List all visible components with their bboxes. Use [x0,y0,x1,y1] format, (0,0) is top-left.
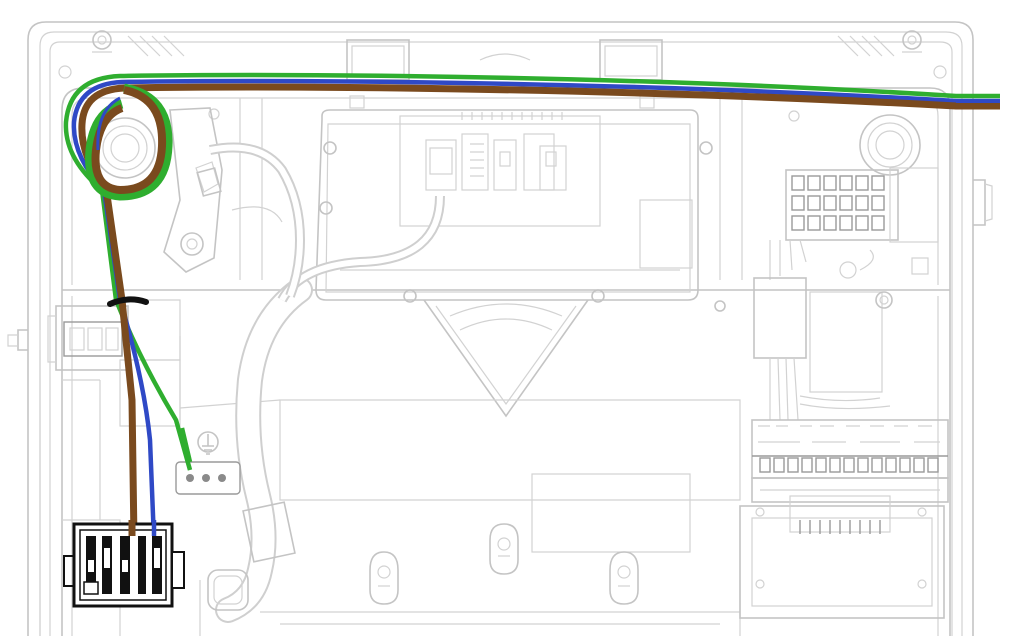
keyhole-mounts [369,523,639,605]
upper-right-terminal [769,167,939,280]
control-module [315,109,713,303]
bottom-gland [207,569,249,611]
brown-wire [78,83,1000,541]
cable-gland-icon-right [859,114,921,176]
mounting-hole-icon [58,30,947,79]
cable-channel [423,299,589,418]
left-connector [47,305,129,371]
bottom-ribs [199,580,741,636]
earth-terminal-icon [175,431,241,495]
enclosure [7,21,993,636]
left-lower-panel [62,336,181,636]
lower-chamber [39,290,951,636]
terminal-block-icon [63,520,185,608]
control-terminal-strip [739,419,949,619]
top-ribs [127,35,895,57]
relay-module [714,277,893,421]
internal-cable [196,142,445,623]
upper-chamber [61,87,951,291]
cable-tie-icon [107,296,149,307]
left-bracket [163,107,223,273]
